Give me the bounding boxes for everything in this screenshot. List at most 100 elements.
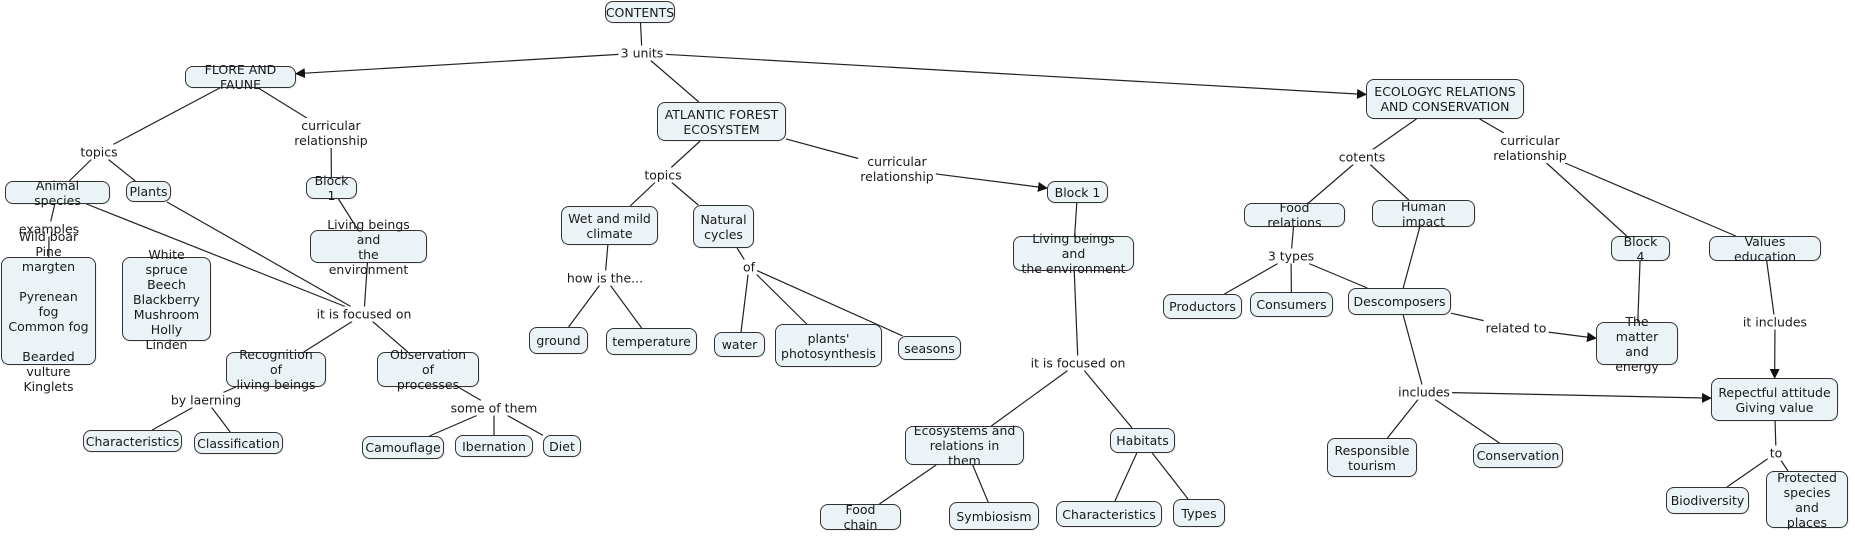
concept-characteristics[interactable]: Characteristics xyxy=(83,430,182,452)
concept-classification[interactable]: Classification xyxy=(194,432,283,454)
connection-line-descomposers-includes xyxy=(1402,314,1423,385)
connection-line-living_a-focused_a xyxy=(363,262,368,307)
concept-values-education[interactable]: Values education xyxy=(1709,234,1821,264)
link-curricular-relationship: curricular relationship xyxy=(292,118,370,148)
concept-block-4[interactable]: Block 4 xyxy=(1611,234,1670,264)
link-examples: examples xyxy=(16,221,82,237)
connection-line-by_learning-characteristics_a xyxy=(151,406,193,431)
concept-symbiosism[interactable]: Symbiosism xyxy=(949,502,1039,530)
concept-ecosystems-relations[interactable]: Ecosystems and relations in them xyxy=(905,423,1024,468)
concept-seasons[interactable]: seasons xyxy=(898,336,961,360)
link-topics: topics xyxy=(642,167,684,183)
connection-line-observation-some_of_them xyxy=(457,386,482,402)
connection-line-focused_a-recognition xyxy=(303,320,353,353)
link-to: to xyxy=(1767,445,1785,461)
concept-plants[interactable]: Plants xyxy=(126,181,171,202)
connection-line-to-protected xyxy=(1780,460,1789,472)
connection-line-atlantic-topics_b xyxy=(670,140,701,168)
concept-contents[interactable]: CONTENTS xyxy=(605,1,675,23)
concept-habitats[interactable]: Habitats xyxy=(1110,428,1175,453)
link-of: of xyxy=(740,259,758,275)
connection-line-topics_a-animal_species xyxy=(68,159,92,182)
connection-line-habitats-characteristics_b xyxy=(1114,452,1138,502)
concept-characteristics[interactable]: Characteristics xyxy=(1056,501,1162,527)
connection-line-living_b-focused_b xyxy=(1073,270,1079,356)
concept-matter-and-energy[interactable]: The matter and energy xyxy=(1596,314,1678,374)
concept-camouflage[interactable]: Camouflage xyxy=(362,436,444,459)
concept-types[interactable]: Types xyxy=(1173,499,1225,527)
connection-line-flore-topics_a xyxy=(112,87,221,146)
connection-line-units-atlantic xyxy=(650,60,700,103)
connection-line-how_is-temperature xyxy=(610,285,643,329)
connection-line-units-flore xyxy=(295,53,619,79)
connection-line-curricular_c-block4 xyxy=(1546,162,1628,237)
concept-natural-cycles[interactable]: Natural cycles xyxy=(693,205,754,248)
concept-animal-species[interactable]: Animal species xyxy=(5,178,110,208)
concept-water[interactable]: water xyxy=(714,332,765,357)
link-curricular-relationship: curricular relationship xyxy=(1491,133,1569,163)
concept-ecologyc-relations-conservation[interactable]: ECOLOGYC RELATIONS AND CONSERVATION xyxy=(1366,79,1524,119)
connection-line-includes-conservation xyxy=(1434,399,1500,444)
connection-line-units-ecology xyxy=(665,53,1367,99)
connection-line-ecology-curricular_c xyxy=(1479,118,1505,134)
connection-line-cotents-food_relations xyxy=(1308,164,1354,204)
concept-responsible-tourism[interactable]: Responsible tourism xyxy=(1327,438,1417,477)
connection-line-of-photosynthesis xyxy=(756,274,808,325)
concept-consumers[interactable]: Consumers xyxy=(1250,292,1333,317)
connection-line-by_learning-classification xyxy=(211,407,231,433)
concept-block-1[interactable]: Block 1 xyxy=(1047,181,1108,203)
connection-line-ecology-cotents xyxy=(1372,118,1417,150)
concept-biodiversity[interactable]: Biodiversity xyxy=(1666,487,1749,514)
link-it-is-focused-on: it is focused on xyxy=(1028,355,1128,371)
concept-ground[interactable]: ground xyxy=(529,327,588,354)
connection-line-animal_species-examples xyxy=(50,203,56,222)
connection-line-wet_climate-how_is xyxy=(605,244,609,271)
concept-diet[interactable]: Diet xyxy=(543,435,581,457)
concept-conservation[interactable]: Conservation xyxy=(1473,443,1563,468)
connection-line-ecosystems-food_chain xyxy=(879,464,937,505)
concept-observation-processes[interactable]: Observation of processes xyxy=(377,347,479,392)
concept-plants-photosynthesis[interactable]: plants' photosynthesis xyxy=(775,324,882,367)
concept-descomposers[interactable]: Descomposers xyxy=(1348,288,1451,315)
connection-line-includes-respectful xyxy=(1451,391,1712,403)
concept-temperature[interactable]: temperature xyxy=(606,328,697,355)
concept-plant-examples[interactable]: White spruce Beech Blackberry Mushroom H… xyxy=(122,247,211,352)
connection-line-recognition-by_learning xyxy=(222,386,237,394)
connection-line-topics_b-natural_cycles xyxy=(671,182,699,206)
concept-food-relations[interactable]: Food relations xyxy=(1244,200,1345,230)
connection-line-topics_b-wet_climate xyxy=(629,182,656,207)
concept-food-chain[interactable]: Food chain xyxy=(820,502,901,532)
connection-line-respectful-to xyxy=(1774,420,1777,446)
concept-productors[interactable]: Productors xyxy=(1163,294,1242,319)
connection-line-cotents-human_impact xyxy=(1369,164,1410,201)
concept-flore-and-faune[interactable]: FLORE AND FAUNE xyxy=(185,62,296,92)
connection-line-habitats-types xyxy=(1151,452,1189,500)
connection-line-three_types-descomposers xyxy=(1308,262,1368,289)
connection-line-values_education-it_includes xyxy=(1766,260,1775,315)
concept-respectful-attitude[interactable]: Repectful attitude Giving value xyxy=(1711,378,1838,421)
connection-line-includes-responsible_tourism xyxy=(1387,399,1419,439)
concept-block-1[interactable]: Block 1 xyxy=(306,173,357,203)
concept-atlantic-forest-ecosystem[interactable]: ATLANTIC FOREST ECOSYSTEM xyxy=(657,102,786,141)
connection-line-focused_b-ecosystems xyxy=(990,370,1069,427)
concept-protected-species-places[interactable]: Protected species and places xyxy=(1766,470,1848,530)
connection-line-natural_cycles-of xyxy=(736,247,745,260)
connection-line-contents-units xyxy=(639,22,643,46)
connection-line-block1_b-living_b xyxy=(1074,202,1078,237)
link-how-is-the: how is the... xyxy=(564,270,646,286)
concept-human-impact[interactable]: Human impact xyxy=(1372,199,1475,229)
concept-living-beings-environment[interactable]: Living beings and the environment xyxy=(310,217,427,277)
concept-recognition-living-beings[interactable]: Recognition of living beings xyxy=(226,347,326,392)
connection-line-food_relations-three_types xyxy=(1291,226,1295,249)
link-3-types: 3 types xyxy=(1265,248,1317,264)
link-related-to: related to xyxy=(1483,320,1549,336)
concept-animal-examples[interactable]: Wild boar Pine margten Pyrenean fog Comm… xyxy=(1,229,96,394)
connection-line-curricular_b-block1_b xyxy=(935,173,1048,192)
connection-line-focused_b-habitats xyxy=(1083,370,1133,429)
concept-living-beings-environment[interactable]: Living beings and the environment xyxy=(1013,231,1134,276)
connection-line-human_impact-descomposers xyxy=(1402,226,1421,289)
concept-ibernation[interactable]: Ibernation xyxy=(455,435,533,457)
concept-wet-mild-climate[interactable]: Wet and mild climate xyxy=(561,206,658,245)
connection-line-ecosystems-symbiosism xyxy=(972,464,989,503)
